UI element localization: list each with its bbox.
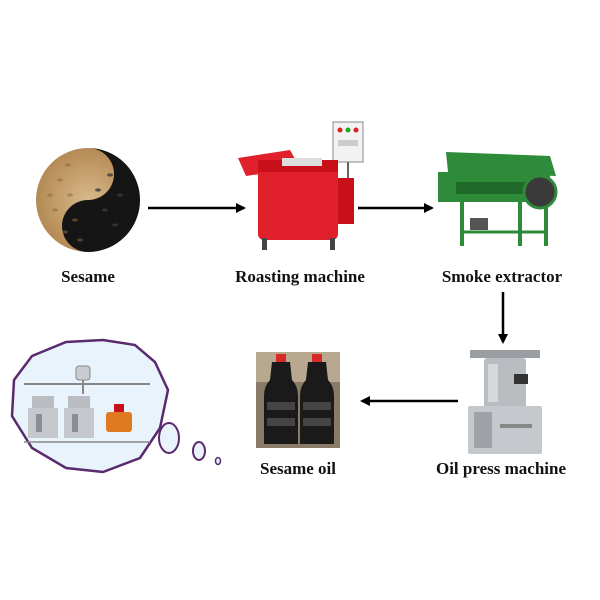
roasting-machine-icon (238, 121, 364, 250)
oil-press-machine-icon (468, 350, 542, 454)
sesame-oil-bottles-icon (256, 352, 340, 448)
step-label-sesame-oil: Sesame oil (260, 459, 336, 478)
thought-bubble (10, 338, 222, 474)
step-label-roasting-machine: Roasting machine (235, 267, 365, 286)
step-label-sesame: Sesame (61, 267, 115, 286)
step-label-smoke-extractor: Smoke extractor (442, 267, 563, 286)
sesame-seeds-icon (36, 148, 140, 252)
smoke-extractor-icon (438, 152, 558, 246)
production-line-icon (24, 365, 150, 443)
step-label-oil-press-machine: Oil press machine (436, 459, 566, 478)
